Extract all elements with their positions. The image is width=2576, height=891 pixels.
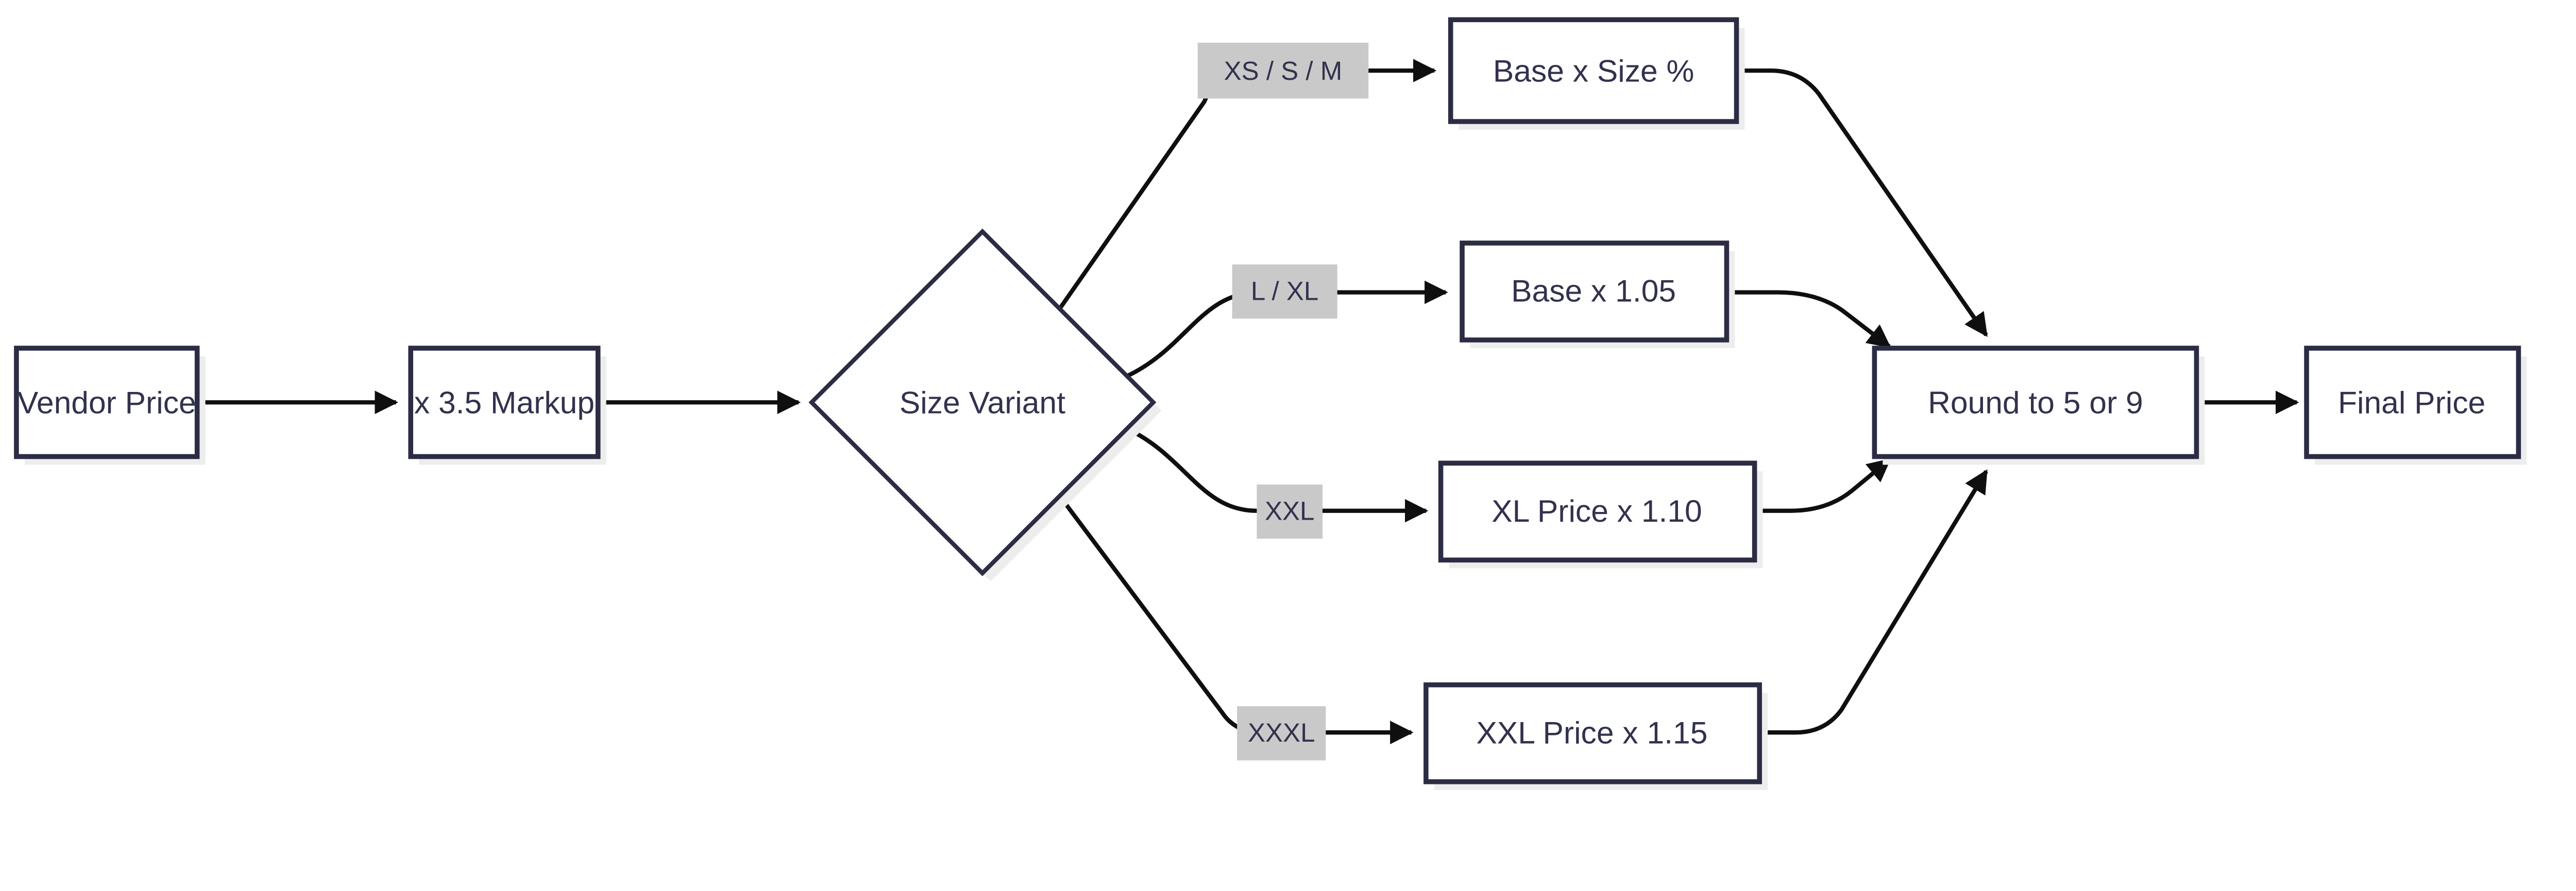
edge-label-xxl: XXL xyxy=(1257,484,1323,539)
node-xxl-115: XXL Price x 1.15 xyxy=(1423,682,1768,790)
edge-basesize-to-round xyxy=(1736,68,1988,337)
node-xxl-115-label: XXL Price x 1.15 xyxy=(1476,715,1707,750)
node-base-105-box xyxy=(1460,241,1730,342)
node-markup-box xyxy=(408,346,601,459)
node-xl-110-box xyxy=(1438,460,1757,563)
node-round-box xyxy=(1872,346,2199,459)
node-xl-110: XL Price x 1.10 xyxy=(1438,460,1763,569)
node-base-size-pct-label: Base x Size % xyxy=(1493,53,1694,88)
node-final-price-label: Final Price xyxy=(2338,385,2485,420)
edge-xl110-to-round xyxy=(1754,458,1891,513)
edge-sizevariant-to-xxl115 xyxy=(1058,494,1414,744)
node-markup: x 3.5 Markup xyxy=(408,346,606,465)
edge-label-xxl-bg xyxy=(1257,484,1323,539)
edge-label-l-xl-text: L / XL xyxy=(1251,276,1318,305)
node-size-variant-label: Size Variant xyxy=(900,385,1065,420)
node-vendor-price: Vendor Price xyxy=(14,346,206,465)
node-final-price: Final Price xyxy=(2304,346,2527,465)
node-round: Round to 5 or 9 xyxy=(1872,346,2205,465)
edge-xxl115-to-round xyxy=(1759,469,1988,735)
node-base-size-pct: Base x Size % xyxy=(1448,17,1745,130)
node-base-size-pct-box xyxy=(1448,17,1739,124)
edge-label-l-xl: L / XL xyxy=(1232,264,1337,319)
node-base-105: Base x 1.05 xyxy=(1460,241,1735,349)
node-size-variant-diamond xyxy=(808,228,1157,576)
node-round-label: Round to 5 or 9 xyxy=(1928,385,2143,420)
node-base-105-label: Base x 1.05 xyxy=(1511,273,1676,309)
edge-sizevariant-to-xl110 xyxy=(1126,426,1429,523)
edge-label-xxxl: XXXL xyxy=(1237,706,1326,761)
node-vendor-price-box xyxy=(14,346,200,459)
node-xl-110-label: XL Price x 1.10 xyxy=(1492,493,1702,528)
edge-labels: XS / S / M L / XL XXL XXXL xyxy=(1197,42,1369,761)
edge-label-xxxl-bg xyxy=(1237,706,1326,761)
edge-base105-to-round xyxy=(1726,290,1891,349)
edge-label-xxl-text: XXL xyxy=(1265,496,1314,526)
node-xxl-115-box xyxy=(1423,682,1762,784)
node-final-price-box xyxy=(2304,346,2521,459)
node-vendor-price-label: Vendor Price xyxy=(18,385,196,420)
edge-label-xs-s-m-text: XS / S / M xyxy=(1224,56,1343,85)
node-size-variant: Size Variant xyxy=(808,228,1162,581)
edge-label-l-xl-bg xyxy=(1232,264,1337,319)
edge-label-xs-s-m-bg xyxy=(1197,42,1369,99)
flowchart-canvas: XS / S / M L / XL XXL XXXL Vendor Price … xyxy=(14,17,2527,790)
node-markup-label: x 3.5 Markup xyxy=(414,385,595,420)
edge-label-xxxl-text: XXXL xyxy=(1248,718,1315,747)
edge-label-xs-s-m: XS / S / M xyxy=(1197,42,1369,99)
